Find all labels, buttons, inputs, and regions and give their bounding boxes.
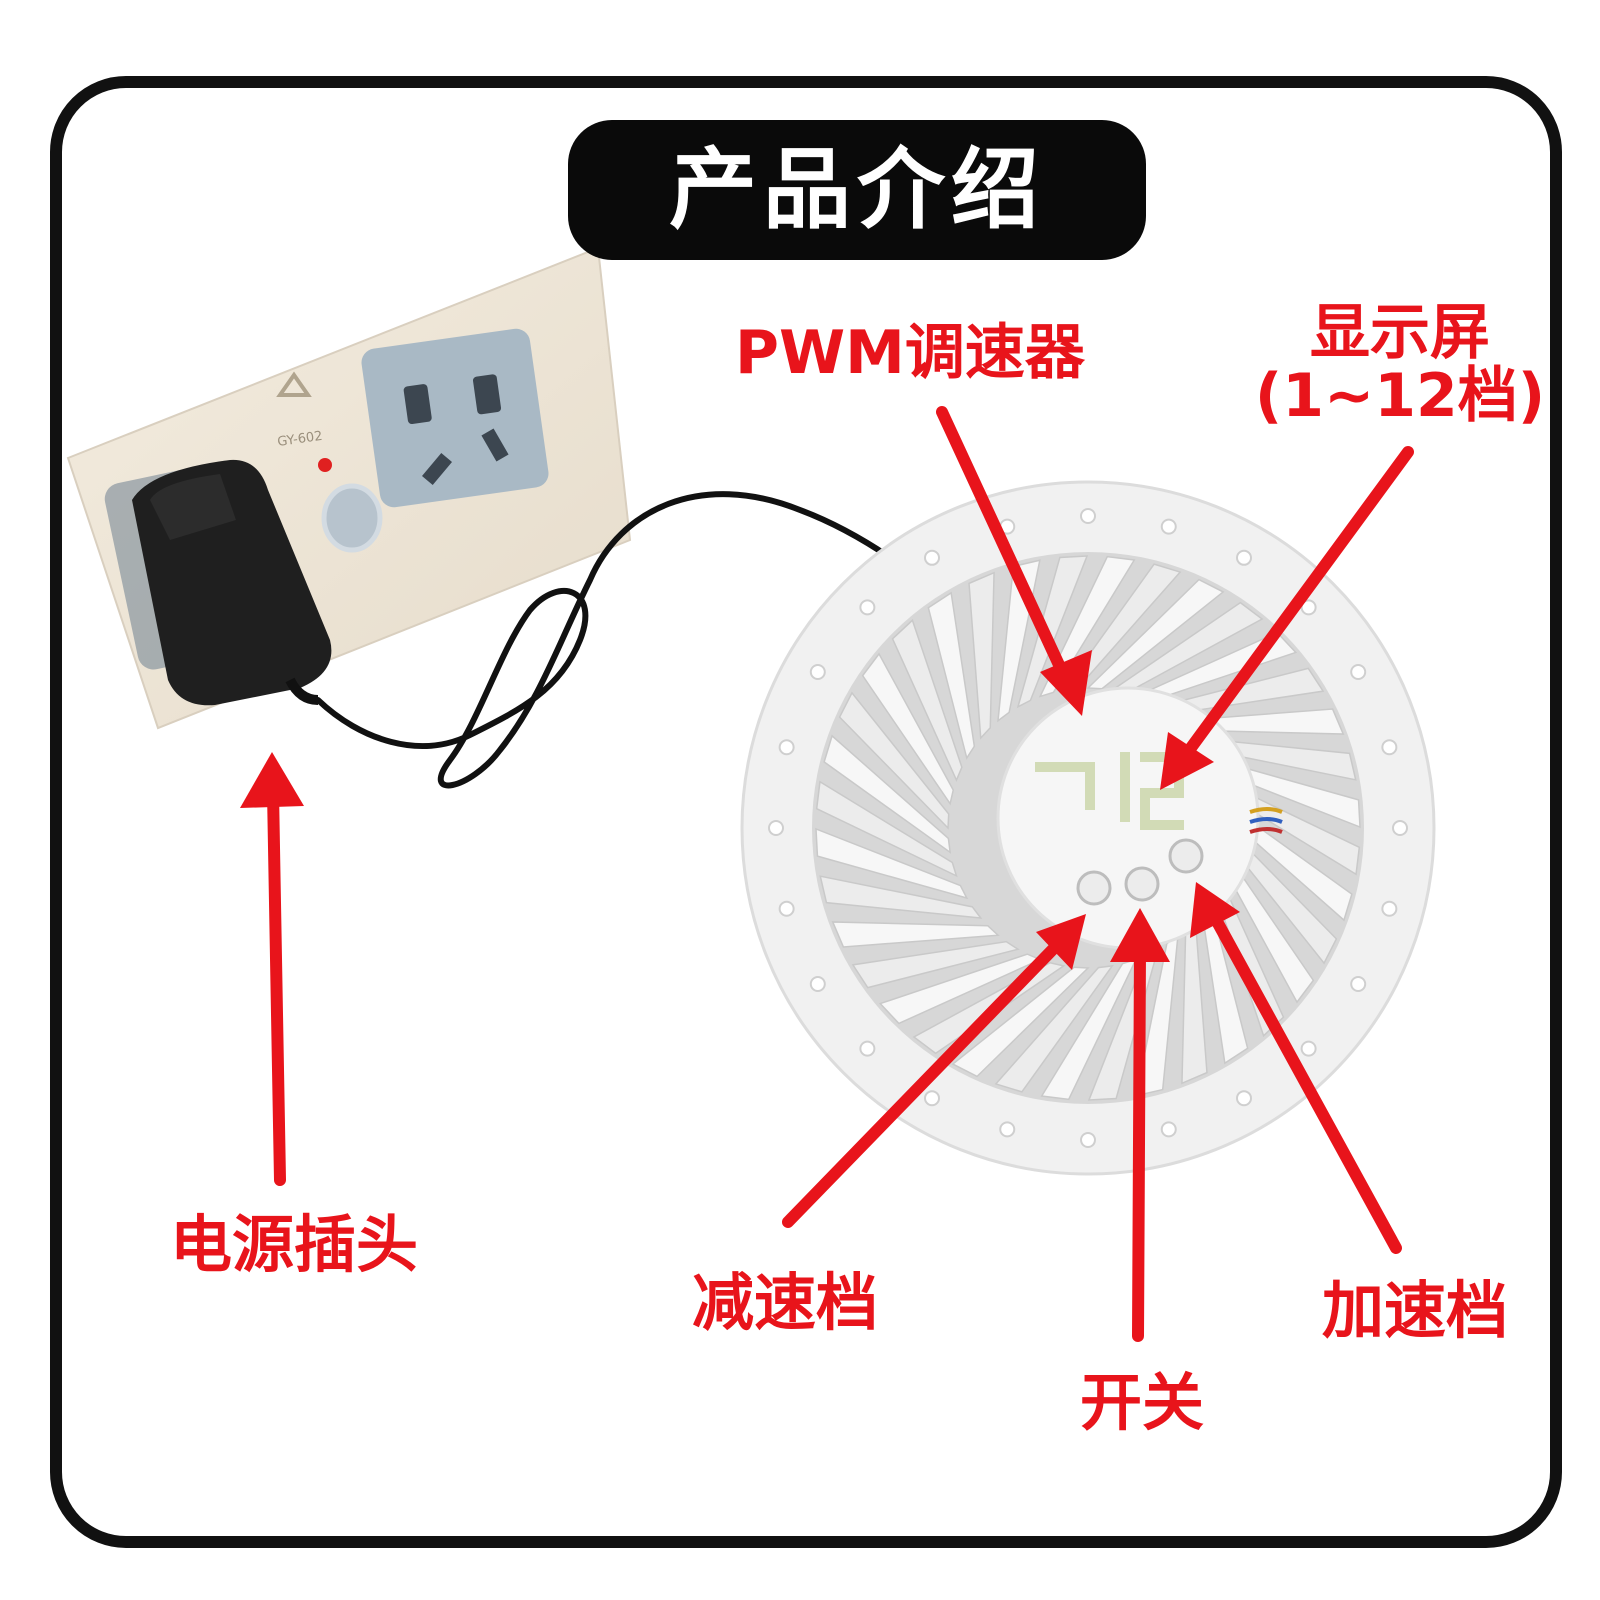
fan-blade [891, 618, 963, 782]
fan-blade [1016, 555, 1089, 709]
fan-blade [1040, 958, 1138, 1101]
mounting-hole [1236, 549, 1252, 566]
mounting-hole [1300, 599, 1317, 616]
fan-blade [851, 940, 1020, 989]
mounting-hole [809, 976, 826, 992]
mounting-hole [1236, 1090, 1252, 1107]
mounting-hole [1160, 1121, 1177, 1138]
fan-blade [927, 591, 976, 760]
title-banner: 产品介绍 [568, 120, 1146, 260]
label-speed-up: 加速档 [1322, 1274, 1509, 1347]
power-button-graphic [1124, 866, 1160, 902]
fan-blade [838, 691, 950, 830]
callout-arrows [240, 406, 1414, 1342]
mounting-hole [859, 1040, 876, 1057]
mounting-hole [809, 664, 826, 680]
label-pwm-speed-controller: PWM调速器 [735, 318, 1085, 388]
fan-blade [878, 953, 1042, 1025]
mounting-hole [778, 739, 795, 756]
label-display-title: 显示屏 [1310, 298, 1490, 368]
power-cable [315, 491, 1063, 789]
fan-blade [951, 966, 1090, 1078]
label-speed-down: 减速档 [692, 1266, 879, 1339]
mounting-hole [768, 820, 784, 836]
mounting-hole [924, 1090, 940, 1107]
power-adapter [104, 459, 332, 706]
mounting-hole [1080, 1132, 1096, 1148]
mounting-hole [778, 900, 795, 917]
speed-down-button-graphic [1076, 870, 1112, 906]
mounting-hole [924, 549, 940, 566]
mounting-hole [1160, 518, 1177, 535]
svg-text:GY-602: GY-602 [276, 429, 323, 450]
mounting-hole [859, 599, 876, 616]
fan-blade [831, 921, 1000, 948]
mounting-hole [999, 1121, 1016, 1138]
fan-blade [819, 875, 983, 919]
fan-blade [861, 652, 955, 806]
fan-blade [823, 734, 952, 854]
mounting-hole [1381, 900, 1398, 917]
page-title: 产品介绍 [668, 138, 1045, 241]
label-power-plug: 电源插头 [170, 1208, 419, 1281]
mounting-hole [1381, 739, 1398, 756]
label-display-screen: 显示屏 (1~12档) [1250, 302, 1550, 428]
speed-up-button-graphic [1168, 838, 1204, 874]
fan-blade [994, 964, 1114, 1093]
mounting-hole [1350, 664, 1367, 680]
mounting-hole [1392, 820, 1408, 836]
fan-blade [968, 571, 995, 740]
mounting-hole [1300, 1040, 1317, 1057]
fan-blade [1086, 578, 1225, 690]
label-display-gears: (1~12档) [1254, 361, 1546, 431]
label-power-switch: 开关 [1080, 1366, 1205, 1439]
fan-blade [815, 780, 958, 878]
fan-blade [815, 827, 969, 900]
fan [740, 480, 1436, 1176]
mounting-hole [1350, 976, 1367, 992]
mounting-hole [1080, 508, 1096, 524]
